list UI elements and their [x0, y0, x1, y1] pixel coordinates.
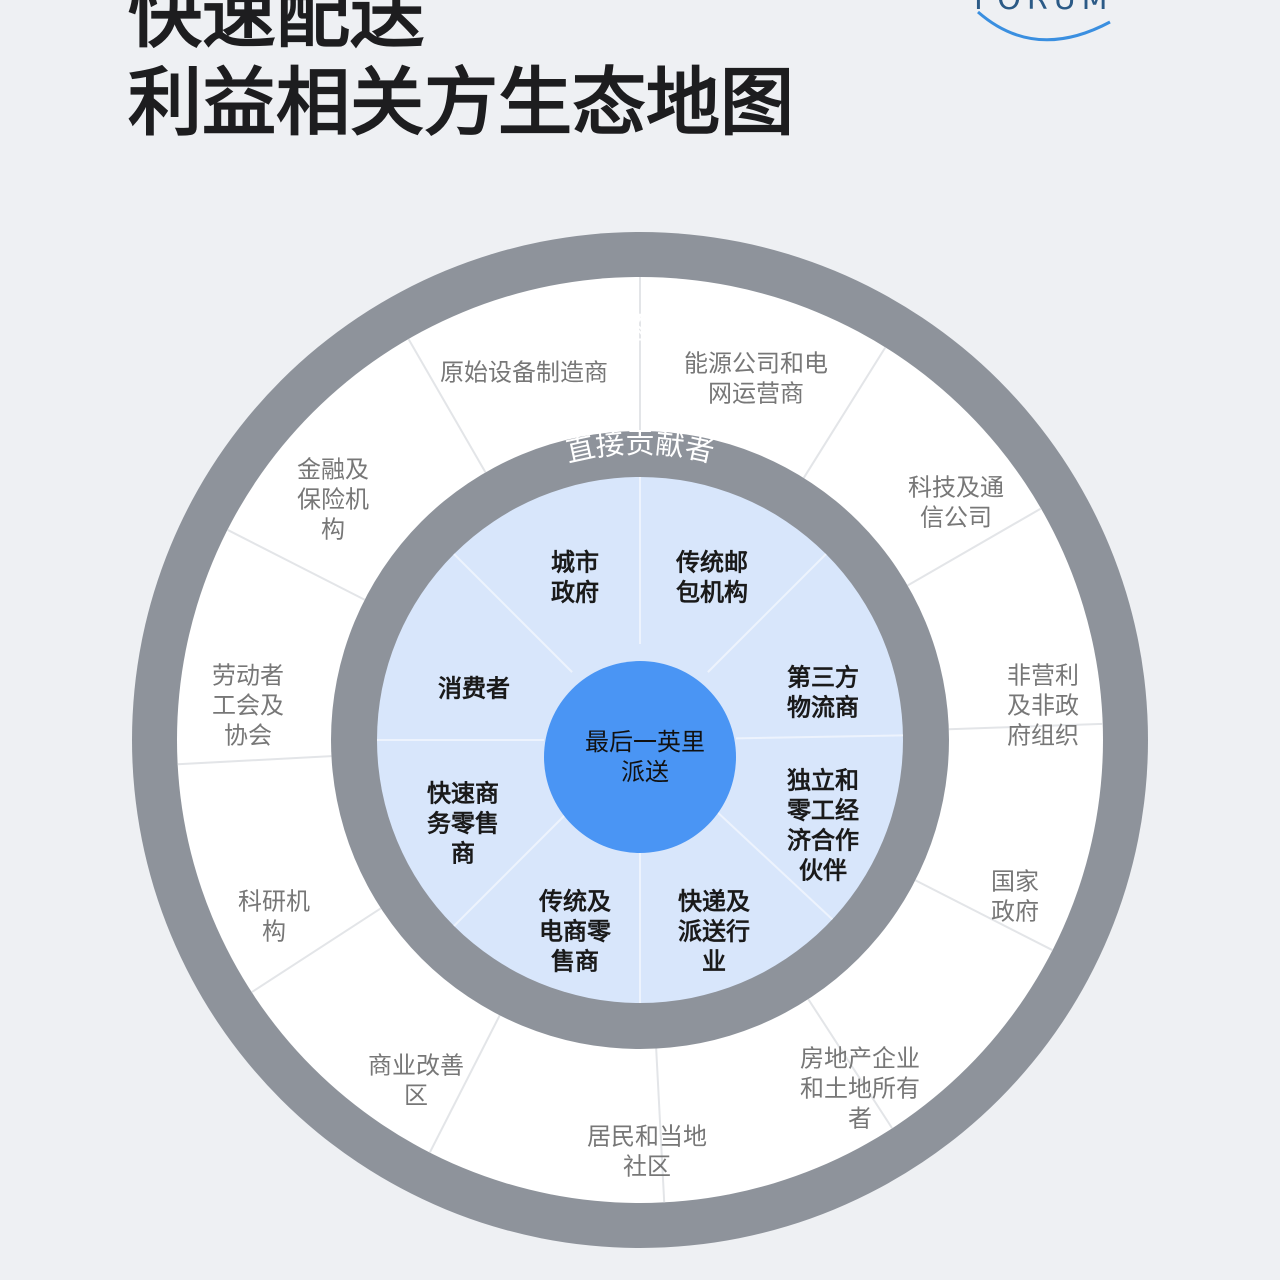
inner-segment-label-2-line-1: 物流商 [787, 693, 859, 721]
outer-divider-1 [802, 346, 887, 479]
inner-segment-label-2: 第三方物流商 [787, 663, 859, 721]
inner-segment-label-5-line-1: 电商零 [539, 917, 612, 945]
inner-segment-label-3-line-0: 独立和 [787, 766, 859, 794]
outer-segment-label-3-line-2: 府组织 [1007, 721, 1079, 749]
outer-segment-label-3: 非营利及非政府组织 [1007, 661, 1079, 749]
inner-segment-label-3-line-2: 济合作 [787, 826, 859, 854]
outer-segment-label-7-line-0: 商业改善 [368, 1051, 464, 1079]
inner-segment-label-1: 传统邮包机构 [675, 548, 748, 606]
inner-segment-label-6-line-1: 务零售 [427, 809, 499, 837]
inner-segment-label-7: 消费者 [438, 674, 510, 702]
inner-segment-label-4-line-0: 快递及 [678, 887, 750, 915]
outer-segment-label-5: 房地产企业和土地所有者 [800, 1044, 920, 1132]
outer-segment-label-5-line-2: 者 [848, 1104, 872, 1132]
center-label-line-0: 最后一英里 [585, 728, 705, 756]
center-label-line-1: 派送 [621, 758, 669, 786]
outer-divider-8 [251, 907, 382, 994]
outer-segment-label-5-line-1: 和土地所有 [800, 1074, 920, 1102]
center-label: 最后一英里派送 [585, 728, 705, 786]
outer-segment-label-6-line-1: 社区 [623, 1152, 671, 1180]
outer-segment-label-1-line-1: 网运营商 [708, 379, 804, 407]
inner-divider-2 [735, 734, 903, 740]
inner-divider-1 [707, 553, 827, 673]
inner-segment-label-0: 城市政府 [551, 548, 599, 606]
inner-segment-label-0-line-0: 城市 [551, 548, 599, 576]
inner-segment-label-2-line-0: 第三方 [787, 663, 859, 691]
inner-labels: 城市政府传统邮包机构第三方物流商独立和零工经济合作伙伴快递及派送行业传统及电商零… [427, 548, 859, 975]
outer-segment-label-2-line-1: 信公司 [920, 503, 992, 531]
title-line-2: 利益相关方生态地图 [128, 60, 794, 146]
outer-segment-label-0-line-0: 原始设备制造商 [440, 358, 608, 386]
inner-segment-label-4-line-1: 派送行 [678, 917, 750, 945]
outer-divider-5 [807, 998, 894, 1129]
outer-divider-9 [177, 755, 332, 766]
forum-logo: FORUM [960, 0, 1130, 52]
inner-segment-label-6-line-2: 商 [451, 839, 475, 867]
outer-segment-label-9-line-1: 工会及 [212, 691, 284, 719]
outer-dividers [177, 277, 1103, 1203]
outer-segment-label-10-line-0: 金融及 [297, 455, 369, 483]
outer-divider-2 [907, 507, 1042, 587]
outer-segment-label-6-line-0: 居民和当地 [587, 1122, 707, 1150]
outer-segment-label-6: 居民和当地社区 [587, 1122, 707, 1180]
outer-segment-label-9: 劳动者工会及协会 [212, 661, 284, 749]
inner-segment-label-4: 快递及派送行业 [678, 887, 750, 975]
outer-segment-label-9-line-2: 协会 [224, 721, 272, 749]
outer-segment-label-5-line-0: 房地产企业 [800, 1044, 920, 1072]
outer-segment-label-7-line-1: 区 [404, 1081, 428, 1109]
inner-segment-label-3-line-3: 伙伴 [799, 856, 847, 884]
outer-segment-label-8-line-0: 科研机 [238, 887, 310, 915]
outer-segment-label-10: 金融及保险机构 [297, 455, 369, 543]
inner-dividers [377, 477, 903, 1003]
outer-segment-label-3-line-0: 非营利 [1007, 661, 1079, 689]
outer-segment-label-7: 商业改善区 [368, 1051, 464, 1109]
outer-segment-label-9-line-0: 劳动者 [212, 661, 284, 689]
inner-segment-label-6-line-0: 快速商 [427, 779, 499, 807]
logo-text: FORUM [974, 0, 1114, 17]
inner-segment-label-3: 独立和零工经济合作伙伴 [786, 766, 859, 884]
outer-segment-label-3-line-1: 及非政 [1007, 691, 1079, 719]
inner-divider-5 [453, 807, 573, 927]
outer-segment-label-4-line-0: 国家 [991, 867, 1039, 895]
logo-arc-icon [977, 10, 1111, 42]
inner-segment-label-5-line-0: 传统及 [538, 887, 611, 915]
outer-segment-label-2: 科技及通信公司 [908, 473, 1004, 531]
outer-segment-label-10-line-1: 保险机 [297, 485, 369, 513]
outer-divider-3 [948, 722, 1103, 731]
outer-divider-11 [407, 338, 487, 473]
inner-segment-label-7-line-0: 消费者 [438, 674, 510, 702]
inner-segment-label-1-line-1: 包机构 [676, 578, 748, 606]
inner-segment-label-1-line-0: 传统邮 [675, 548, 748, 576]
inner-segment-label-6: 快速商务零售商 [427, 779, 499, 867]
outer-segment-label-1: 能源公司和电网运营商 [684, 349, 828, 407]
inner-segment-label-0-line-1: 政府 [551, 578, 599, 606]
outer-divider-7 [428, 1014, 501, 1153]
inner-segment-label-5-line-2: 售商 [551, 947, 599, 975]
center-label-text: 最后一英里派送 [585, 728, 705, 786]
inner-divider-3 [709, 804, 834, 921]
outer-segment-label-1-line-0: 能源公司和电 [684, 349, 828, 377]
outer-divider-4 [914, 879, 1053, 952]
outer-divider-10 [227, 528, 366, 601]
outer-divider-6 [655, 1048, 666, 1203]
inner-segment-label-3-line-1: 零工经 [786, 796, 859, 824]
center-circle [544, 661, 736, 853]
outer-labels: 原始设备制造商能源公司和电网运营商科技及通信公司非营利及非政府组织国家政府房地产… [212, 349, 1079, 1180]
outer-segment-label-8: 科研机构 [238, 887, 310, 945]
outer-segment-label-4-line-1: 政府 [991, 897, 1039, 925]
outer-segment-label-4: 国家政府 [991, 867, 1039, 925]
title-line-1: 快速配送 [128, 0, 424, 58]
inner-segment-label-4-line-2: 业 [702, 947, 726, 975]
outer-segment-label-2-line-0: 科技及通 [908, 473, 1004, 501]
outer-segment-label-0: 原始设备制造商 [440, 358, 608, 386]
inner-divider-7 [453, 553, 573, 673]
outer-segment-label-10-line-2: 构 [321, 515, 345, 543]
outer-segment-label-8-line-1: 构 [262, 917, 286, 945]
inner-segment-label-5: 传统及电商零售商 [538, 887, 612, 975]
